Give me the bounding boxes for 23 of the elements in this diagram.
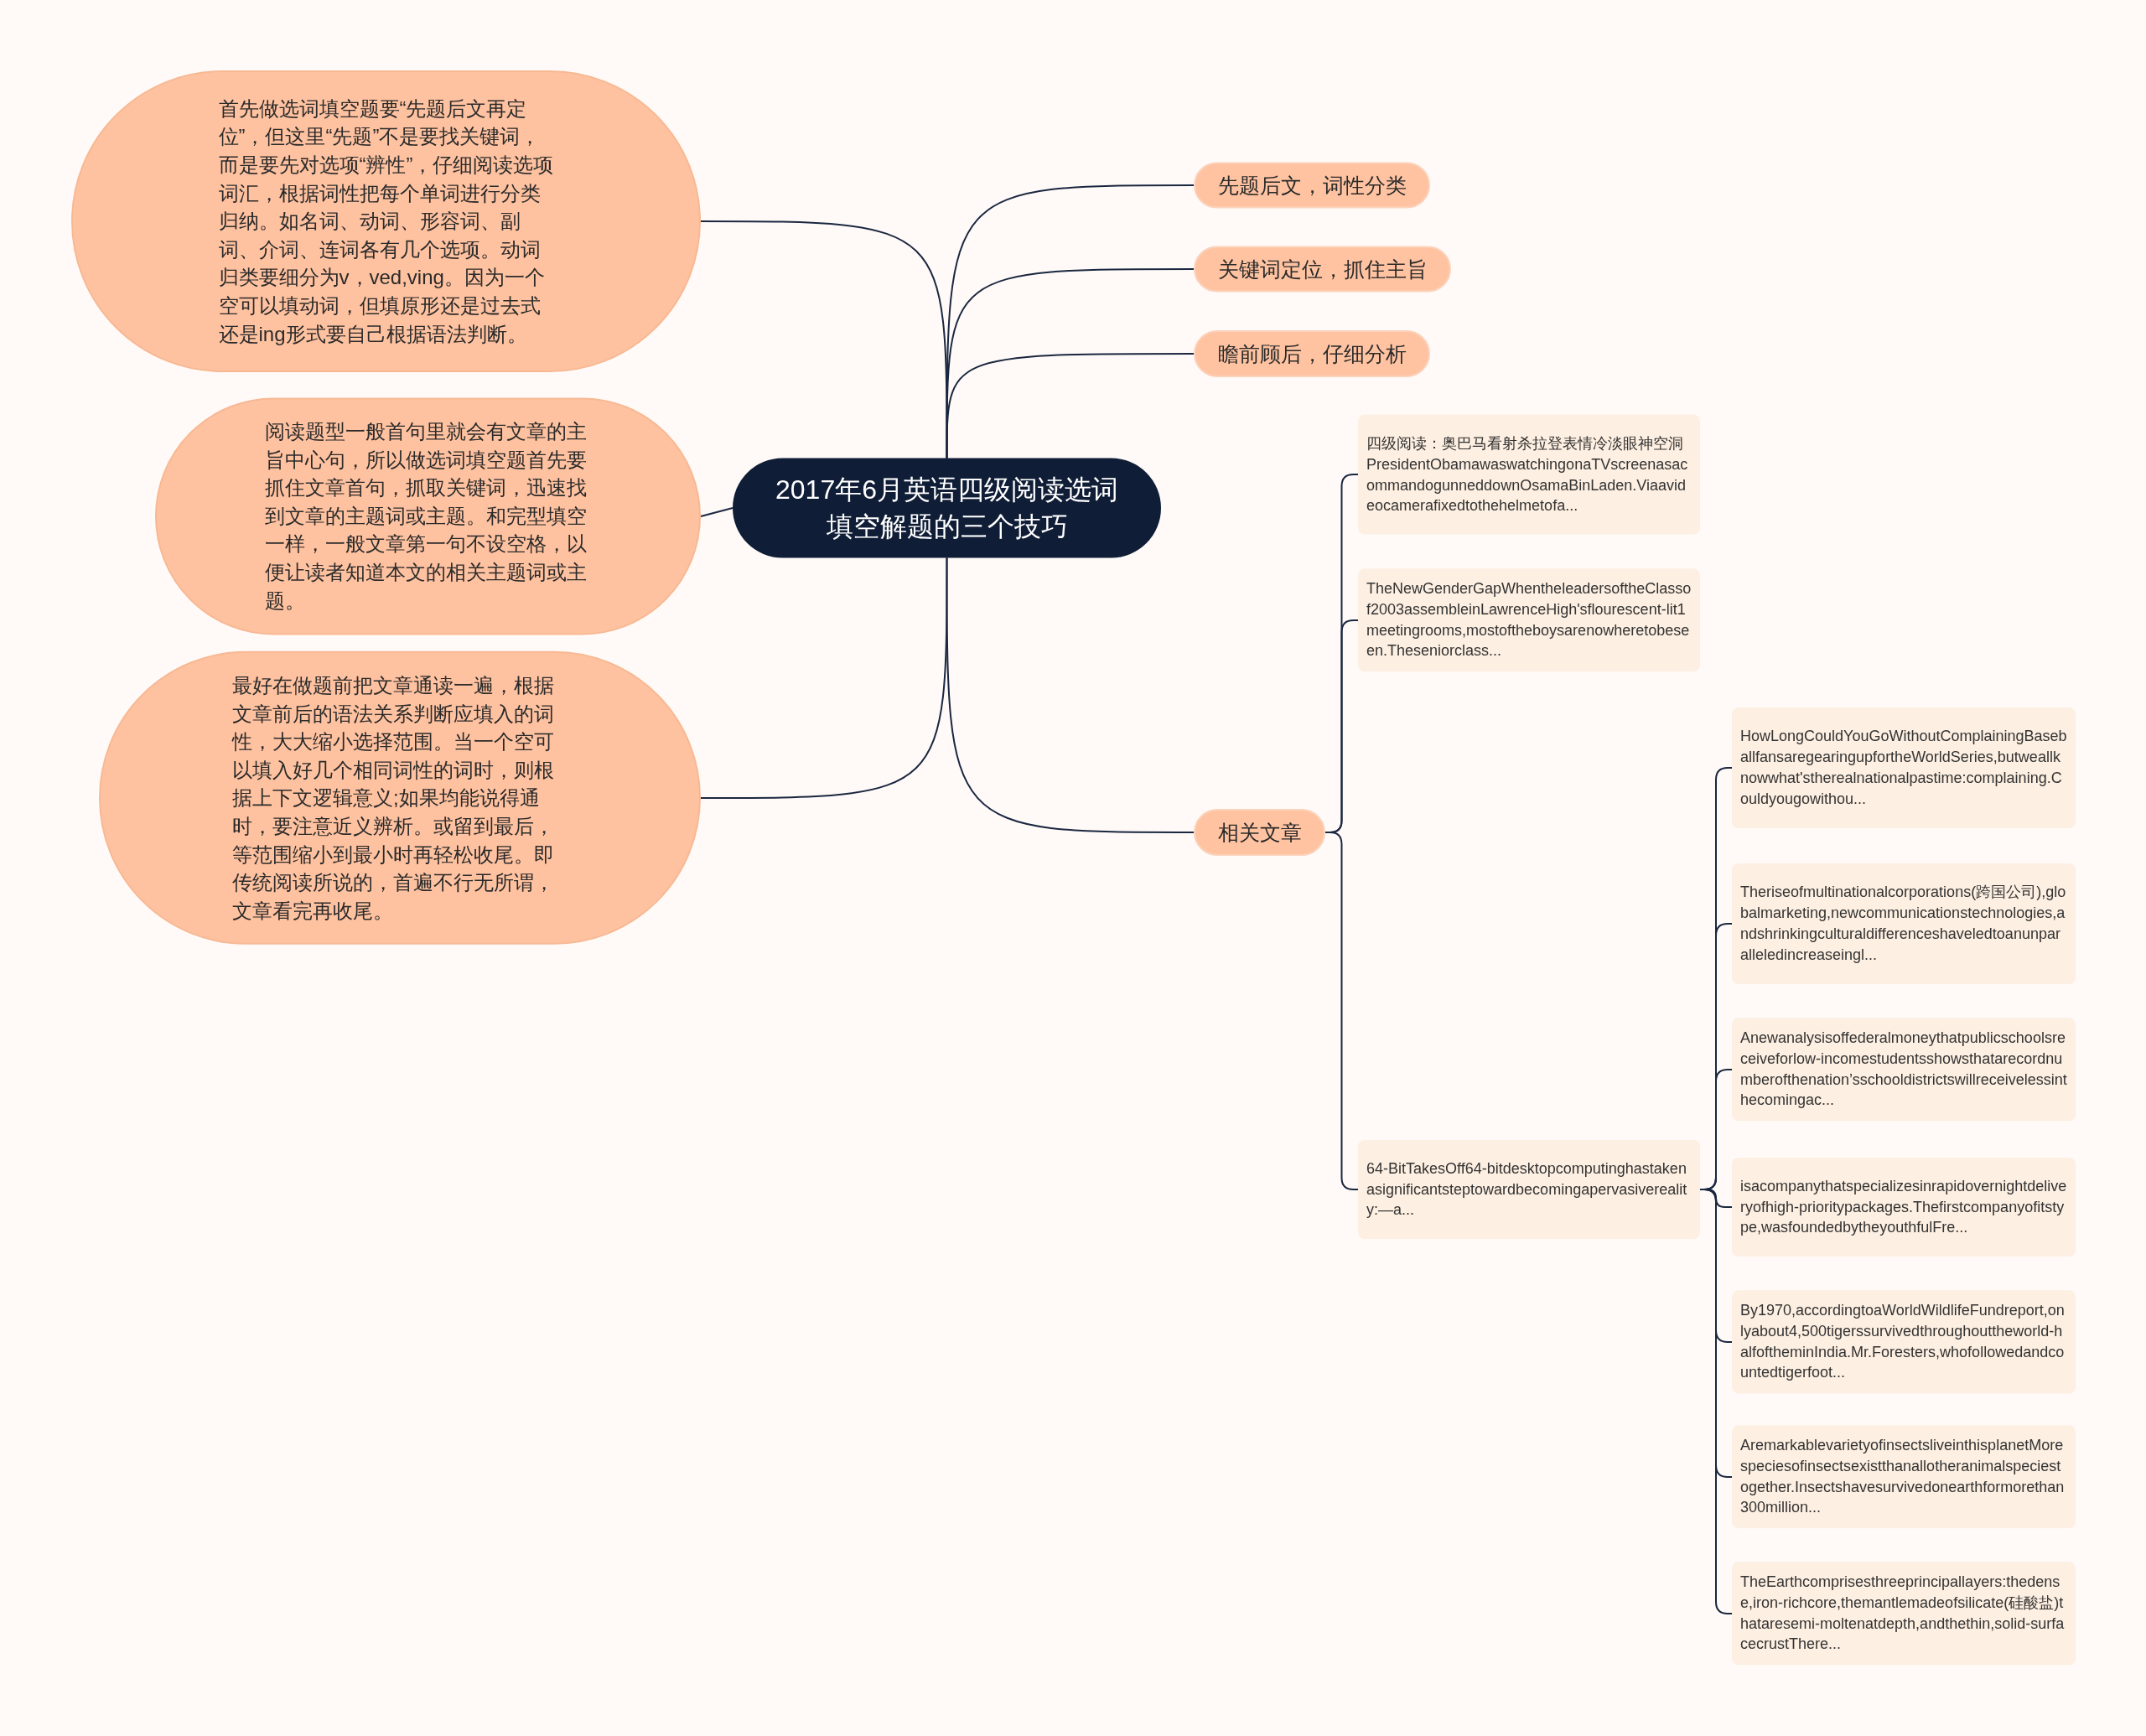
tip-bubble: 阅读题型一般首句里就会有文章的主旨中心句，所以做选词填空题首先要抓住文章首句，抓取关键词，迅速找到文章的主题词或主题。和完型填空一样，一般文章第一句不设空格，以便让读者知道本文的相关主题词或主题。 — [155, 397, 701, 635]
article-card: TheNewGenderGapWhentheleadersoftheClassof2003assembleinLawrenceHigh'sflourescent-lit1meetingrooms,mostoftheboysarenowheretobeseen.Theseniorclass... — [1358, 568, 1700, 672]
tip-bubble: 首先做选词填空题要“先题后文再定位”，但这里“先题”不是要找关键词，而是要先对选项“辨性”，仔细阅读选项词汇，根据词性把每个单词进行分类归纳。如名词、动词、形容词、副词、介词、连词各有几个选项。动词归类要细分为v，ved,ving。因为一个空可以填动词，但填原形还是过去式还是ing形式要自己根据语法判断。 — [71, 70, 701, 372]
article-card: 64-BitTakesOff64-bitdesktopcomputinghastakenasignificantsteptowardbecomingapervasivereality:—a... — [1358, 1140, 1700, 1239]
central-topic: 2017年6月英语四级阅读选词填空解题的三个技巧 — [733, 458, 1161, 558]
connector-line — [946, 557, 1195, 833]
connector-line — [700, 507, 733, 517]
branch-pill: 相关文章 — [1194, 809, 1325, 856]
article-card: Anewanalysisoffederalmoneythatpublicschoolsreceiveforlow-incomestudentsshowsthatarecordnumberofthenation’sschooldistrictswillreceivelessinthecomingac... — [1732, 1018, 2076, 1122]
article-card: 四级阅读：奥巴马看射杀拉登表情冷淡眼神空洞PresidentObamawaswatchingonaTVscreenasacommandogunneddownOsamaBinLaden.Viaavideocamerafixedtothehelmetofa... — [1358, 414, 1700, 535]
branch-pill: 瞻前顾后，仔细分析 — [1194, 330, 1430, 377]
connector-line — [946, 268, 1195, 459]
branch-pill: 先题后文，词性分类 — [1194, 162, 1430, 209]
connector-line — [946, 353, 1195, 459]
article-card: AremarkablevarietyofinsectsliveinthisplanetMorespeciesofinsectsexistthanallotheranimalspeciestogether.Insectshavesurvivedonearthformorethan300million... — [1732, 1425, 2076, 1529]
article-card: Theriseofmultinationalcorporations(跨国公司),globalmarketing,newcommunicationstechnologies,andshrinkingculturaldifferenceshaveledtoanunparalleledincreaseingl... — [1732, 863, 2076, 984]
article-card: isacompanythatspecializesinrapidovernightdeliveryofhigh-prioritypackages.Thefirstcompanyofitstype,wasfoundedbytheyouthfulFre... — [1732, 1158, 2076, 1257]
article-card: HowLongCouldYouGoWithoutComplainingBaseballfansaregearingupfortheWorldSeries,butweallknowwhat'stherealnationalpastime:complaining.Couldyougowithou... — [1732, 707, 2076, 828]
tip-bubble: 最好在做题前把文章通读一遍，根据文章前后的语法关系判断应填入的词性，大大缩小选择范围。当一个空可以填入好几个相同词性的词时，则根据上下文逻辑意义;如果均能说得通时，要注意近义辨析。或留到最后，等范围缩小到最小时再轻松收尾。即传统阅读所说的，首遍不行无所谓，文章看完再收尾。 — [99, 650, 701, 946]
article-card: TheEarthcomprisesthreeprincipallayers:thedense,iron-richcore,themantlemadeofsilicate(硅酸盐)thataresemi-moltenatdepth,andthethin,solid-surfacecrustThere... — [1732, 1562, 2076, 1666]
article-card: By1970,accordingtoaWorldWildlifeFundreport,onlyabout4,500tigerssurvivedthroughouttheworld-halfoftheminIndia.Mr.Foresters,whofollowedandcountedtigerfoot... — [1732, 1290, 2076, 1394]
branch-pill: 关键词定位，抓住主旨 — [1194, 246, 1451, 293]
connector-line — [700, 557, 948, 799]
